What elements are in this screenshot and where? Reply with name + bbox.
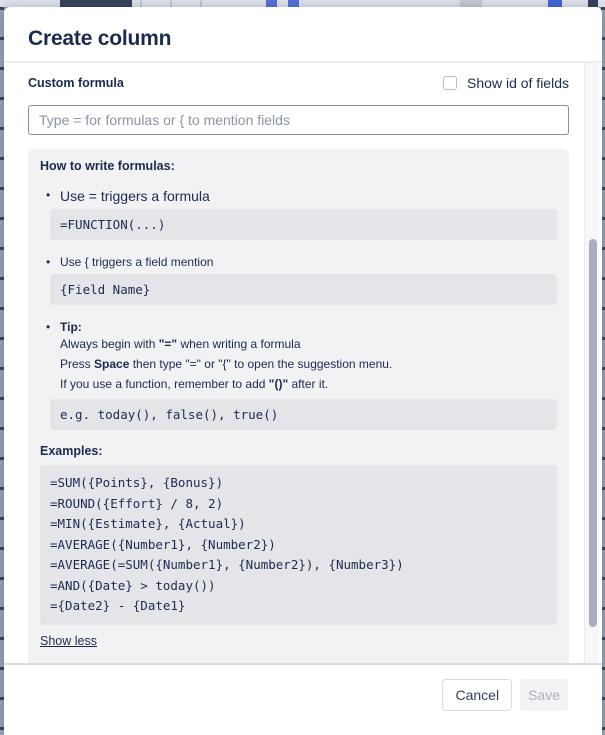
scrollbar-thumb[interactable] bbox=[589, 239, 597, 627]
dialog-body: Custom formula Show id of fields How to … bbox=[4, 63, 602, 663]
show-less-link[interactable]: Show less bbox=[40, 633, 97, 648]
show-id-checkbox-label: Show id of fields bbox=[467, 75, 569, 91]
create-column-dialog: Create column Custom formula Show id of … bbox=[4, 7, 602, 735]
examples-heading: Examples: bbox=[40, 444, 103, 458]
tip-line-1: Always begin with "=" when writing a for… bbox=[60, 337, 301, 351]
example-line: =SUM({Points}, {Bonus}) bbox=[50, 475, 224, 490]
bullet-icon: • bbox=[46, 320, 51, 334]
background-toolbar-divider bbox=[200, 0, 202, 7]
tip-line-2: Press Space then type "=" or "{" to open… bbox=[60, 357, 393, 371]
example-line: =MIN({Estimate}, {Actual}) bbox=[50, 516, 246, 531]
help-bullet-mention: • Use { triggers a field mention {Field … bbox=[40, 255, 557, 305]
background-toolbar-icon bbox=[288, 0, 299, 7]
custom-formula-label: Custom formula bbox=[28, 76, 124, 90]
help-bullet-formula: • Use = triggers a formula =FUNCTION(...… bbox=[40, 188, 557, 240]
custom-formula-row: Custom formula Show id of fields bbox=[28, 75, 569, 91]
background-toolbar-divider bbox=[140, 0, 142, 7]
background-toolbar-divider bbox=[170, 0, 172, 7]
mention-code-sample: {Field Name} bbox=[50, 274, 557, 305]
show-id-checkbox[interactable] bbox=[443, 76, 458, 90]
background-toolbar-fragment bbox=[460, 0, 482, 7]
dialog-header: Create column bbox=[4, 7, 602, 63]
cancel-button[interactable]: Cancel bbox=[442, 679, 513, 711]
example-line: =ROUND({Effort} / 8, 2) bbox=[50, 495, 224, 511]
background-toolbar bbox=[0, 0, 605, 7]
formula-input[interactable] bbox=[28, 105, 569, 135]
background-page-right-edge bbox=[601, 7, 605, 735]
bullet-icon: • bbox=[46, 255, 51, 269]
show-id-checkbox-row[interactable]: Show id of fields bbox=[443, 75, 569, 91]
background-toolbar-fragment bbox=[60, 0, 132, 7]
bullet-mention-text: Use { triggers a field mention bbox=[60, 255, 214, 269]
help-heading: How to write formulas: bbox=[40, 159, 175, 173]
bullet-icon: • bbox=[46, 188, 51, 202]
background-toolbar-icon bbox=[548, 0, 562, 7]
tip-code-sample: e.g. today(), false(), true() bbox=[50, 399, 557, 430]
examples-code-block: =SUM({Points}, {Bonus}) =ROUND({Effort} … bbox=[40, 465, 557, 625]
example-line: ={Date2} - {Date1} bbox=[50, 598, 186, 613]
bullet-formula-text: Use = triggers a formula bbox=[60, 188, 210, 204]
background-toolbar-fragment bbox=[588, 0, 598, 7]
example-line: =AVERAGE({Number1}, {Number2}) bbox=[50, 536, 276, 552]
background-page-left-edge bbox=[0, 7, 4, 735]
scrollbar-track[interactable] bbox=[584, 63, 599, 663]
example-line: =AVERAGE(=SUM({Number1}, {Number2}), {Nu… bbox=[50, 557, 404, 572]
background-toolbar-icon bbox=[266, 0, 277, 7]
dialog-title: Create column bbox=[28, 27, 172, 50]
help-bullet-tip: • Tip: Always begin with "=" when writin… bbox=[40, 320, 557, 430]
tip-label: Tip: bbox=[60, 320, 82, 334]
dialog-footer: Cancel Save bbox=[4, 663, 602, 735]
formula-help-panel: How to write formulas: • Use = triggers … bbox=[28, 149, 569, 663]
tip-line-3: If you use a function, remember to add "… bbox=[60, 377, 329, 391]
example-line: =AND({Date} > today()) bbox=[50, 577, 216, 593]
formula-code-sample: =FUNCTION(...) bbox=[50, 209, 557, 240]
save-button[interactable]: Save bbox=[520, 679, 568, 711]
